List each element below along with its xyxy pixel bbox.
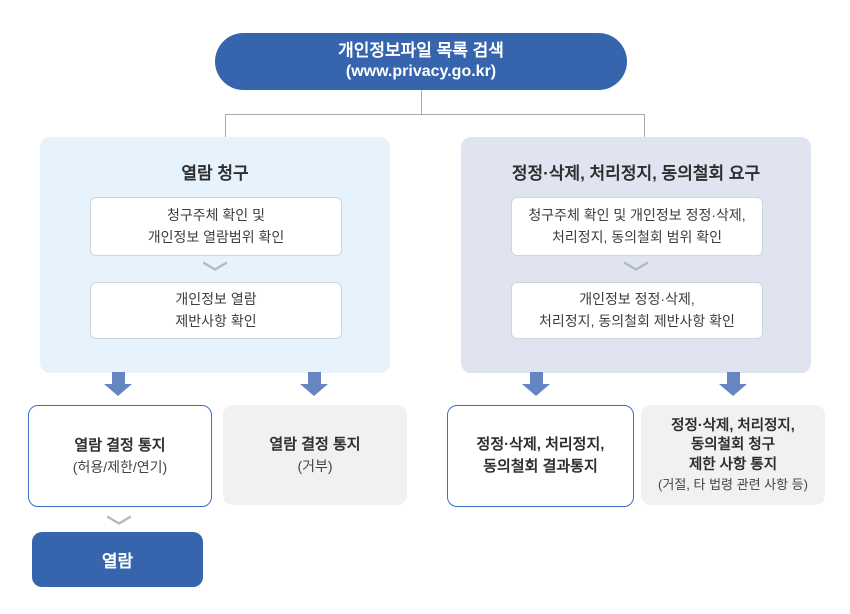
down-arrow-icon [719,372,747,396]
outcome-allow-detail: (허용/제한/연기) [72,458,168,475]
panel-correction-request-title: 정정·삭제, 처리정지, 동의철회 요구 [511,164,761,183]
outcome-limit-line2: 동의철회 청구 [690,437,776,454]
connector-left-drop [225,114,226,137]
chevron-down-icon [461,259,811,271]
view-request-step1-line2: 개인정보 열람범위 확인 [147,228,285,245]
outcome-view-decision-deny: 열람 결정 통지 (거부) [223,405,407,505]
outcome-result-line2: 동의철회 결과통지 [483,458,598,475]
correction-step2-box: 개인정보 정정·삭제, 처리정지, 동의철회 제반사항 확인 [511,282,763,339]
connector-root-vertical [421,90,422,114]
panel-correction-request: 정정·삭제, 처리정지, 동의철회 요구 청구주체 확인 및 개인정보 정정·삭… [461,137,811,373]
final-node-view: 열람 [32,532,203,587]
panel-view-request: 열람 청구 청구주체 확인 및 개인정보 열람범위 확인 개인정보 열람 제반사… [40,137,390,373]
outcome-view-decision-allow: 열람 결정 통지 (허용/제한/연기) [28,405,212,507]
final-node-view-label: 열람 [101,552,134,571]
correction-step1-line1: 청구주체 확인 및 개인정보 정정·삭제, [528,206,746,223]
view-request-step2-box: 개인정보 열람 제반사항 확인 [90,282,342,339]
down-arrow-icon [522,372,550,396]
view-request-step2-line2: 제반사항 확인 [175,312,257,329]
outcome-limit-line1: 정정·삭제, 처리정지, [671,417,795,434]
outcome-limit-line4: (거절, 타 법령 관련 사항 등) [658,476,808,492]
correction-step1-box: 청구주체 확인 및 개인정보 정정·삭제, 처리정지, 동의철회 범위 확인 [511,197,763,256]
correction-step2-line2: 처리정지, 동의철회 제반사항 확인 [539,312,735,329]
root-node-title: 개인정보파일 목록 검색 [338,41,504,61]
panel-view-request-title: 열람 청구 [181,164,249,183]
view-request-step1-line1: 청구주체 확인 및 [167,206,265,223]
correction-step1-line2: 처리정지, 동의철회 범위 확인 [551,228,723,245]
connector-right-drop [644,114,645,137]
connector-horizontal-split [225,114,645,115]
outcome-correction-result: 정정·삭제, 처리정지, 동의철회 결과통지 [447,405,634,507]
outcome-result-line1: 정정·삭제, 처리정지, [476,436,605,454]
outcome-correction-limit: 정정·삭제, 처리정지, 동의철회 청구 제한 사항 통지 (거절, 타 법령 … [641,405,825,505]
outcome-limit-line3: 제한 사항 통지 [688,457,778,473]
root-node-url: (www.privacy.go.kr) [345,63,497,81]
view-request-step2-line1: 개인정보 열람 [175,290,257,307]
down-arrow-icon [104,372,132,396]
chevron-down-icon [40,259,390,271]
view-request-step1-box: 청구주체 확인 및 개인정보 열람범위 확인 [90,197,342,256]
outcome-allow-title: 열람 결정 통지 [74,436,166,454]
outcome-deny-detail: (거부) [297,457,333,474]
down-arrow-icon [300,372,328,396]
chevron-down-icon [28,513,210,525]
root-node-privacy-file-search: 개인정보파일 목록 검색 (www.privacy.go.kr) [215,33,627,90]
outcome-deny-title: 열람 결정 통지 [269,435,361,453]
correction-step2-line1: 개인정보 정정·삭제, [579,290,695,307]
